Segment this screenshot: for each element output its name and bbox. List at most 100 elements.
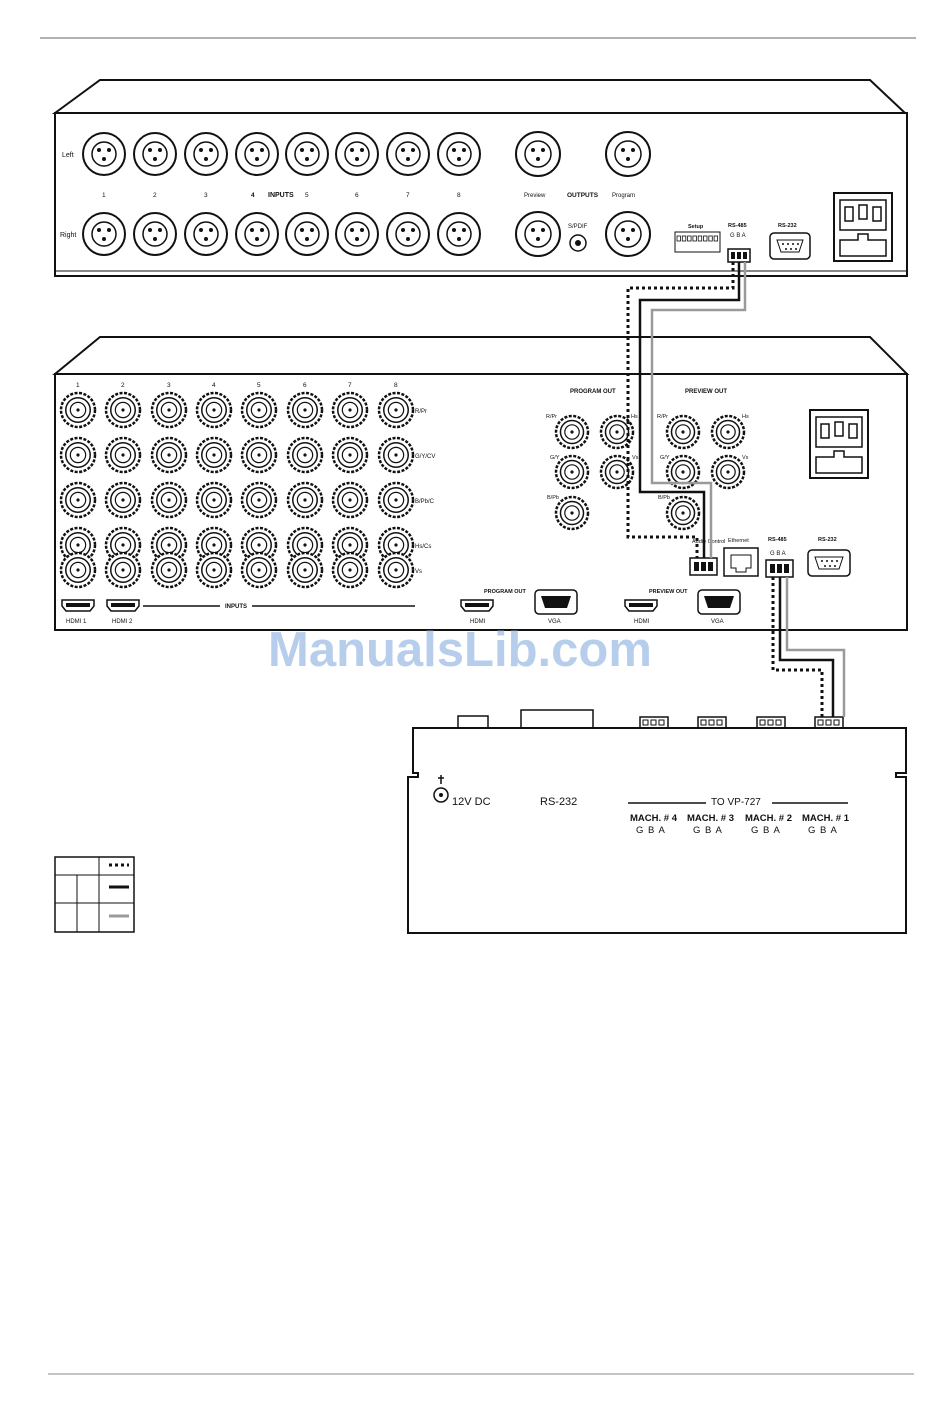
- bnc-output-5: [554, 495, 590, 531]
- bnc-input-3-2: [150, 436, 188, 474]
- bnc-input-4-1: [195, 391, 233, 429]
- mach-terminal-2: [756, 716, 786, 729]
- right-xlr-7: [386, 212, 430, 256]
- hdmi2-port: [106, 599, 140, 612]
- video-number-3: 3: [167, 382, 171, 389]
- video-unit-top-face: [52, 336, 910, 375]
- mach1-pins: G B A: [808, 825, 838, 836]
- bnc-input-2-3: [104, 481, 142, 519]
- bnc-output-6: [665, 414, 701, 450]
- dip-switch-3: [687, 235, 692, 242]
- bnc-input-3-4: [150, 526, 188, 564]
- right-xlr-2: [133, 212, 177, 256]
- video-rs232-label: RS-232: [818, 537, 837, 543]
- bnc-output-connectors: [554, 414, 746, 531]
- video-number-2: 2: [121, 382, 125, 389]
- program-label: Program: [612, 193, 635, 199]
- bnc-input-6-1: [286, 391, 324, 429]
- right-xlr-6: [335, 212, 379, 256]
- right-label: Right: [60, 232, 76, 239]
- hdmi-program-out-label: PROGRAM OUT: [484, 589, 527, 595]
- left-xlr-7: [386, 132, 430, 176]
- left-xlr-1: [82, 132, 126, 176]
- bnc-input-4-4: [195, 526, 233, 564]
- audio-number-6: 6: [355, 192, 359, 199]
- bnc-input-7-2: [331, 436, 369, 474]
- program-xlr-out: [605, 131, 651, 177]
- bnc-input-2-5: [104, 551, 142, 589]
- left-label: Left: [62, 152, 74, 159]
- audio-number-1: 1: [102, 192, 106, 199]
- hdmi-preview-out-label: PREVIEW OUT: [649, 589, 688, 595]
- spdif-connector: [569, 234, 587, 252]
- bnc-input-2-2: [104, 436, 142, 474]
- control-box: 12V DC RS-232 TO VP-727 MACH. # 4 G B A …: [407, 709, 907, 934]
- bnc-input-6-5: [286, 551, 324, 589]
- bnc-input-4-3: [195, 481, 233, 519]
- audio-number-7: 7: [406, 192, 410, 199]
- video-number-8: 8: [394, 382, 398, 389]
- row-label-1: R/Pr: [415, 409, 427, 415]
- preview-vga-label: VGA: [711, 619, 724, 625]
- audio-rs232-label: RS-232: [778, 223, 797, 229]
- audio-number-3: 3: [204, 192, 208, 199]
- dip-switch-2: [681, 235, 687, 242]
- video-number-6: 6: [303, 382, 307, 389]
- mach2-label: MACH. # 2: [745, 813, 792, 824]
- left-xlr-4: [235, 132, 279, 176]
- preview-xlr-out: [515, 131, 561, 177]
- row-label-3: B/Pb/C: [415, 499, 435, 505]
- bnc-input-6-2: [286, 436, 324, 474]
- bnc-output-1: [554, 414, 590, 450]
- preview-hdmi-port: [624, 599, 658, 612]
- mach3-pins: G B A: [693, 825, 723, 836]
- bnc-input-5-2: [240, 436, 278, 474]
- bnc-input-6-4: [286, 526, 324, 564]
- video-number-5: 5: [257, 382, 261, 389]
- output-label-10: B/Pb: [658, 495, 670, 501]
- output-label-9: Vs: [742, 455, 749, 461]
- bnc-input-5-3: [240, 481, 278, 519]
- video-number-1: 1: [76, 382, 80, 389]
- bnc-input-7-3: [331, 481, 369, 519]
- audio-inputs-label: INPUTS: [268, 192, 294, 199]
- bnc-input-1-3: [59, 481, 97, 519]
- ethernet-label: Ethernet: [728, 538, 749, 544]
- program-xlr-out-2: [605, 211, 651, 257]
- program-out-label: PROGRAM OUT: [570, 389, 616, 395]
- bnc-input-8-1: [377, 391, 415, 429]
- bnc-input-3-3: [150, 481, 188, 519]
- mach4-pins: G B A: [636, 825, 666, 836]
- bnc-input-1-1: [59, 391, 97, 429]
- hdmi1-port: [61, 599, 95, 612]
- to-vp727-label: TO VP-727: [711, 797, 761, 808]
- video-gba-label: G B A: [770, 551, 786, 557]
- dip-switch-7: [708, 235, 713, 242]
- bnc-input-6-3: [286, 481, 324, 519]
- bnc-input-7-1: [331, 391, 369, 429]
- left-xlr-8: [437, 132, 481, 176]
- video-rs485-label: RS-485: [768, 537, 787, 543]
- dip-switch-5: [697, 235, 703, 242]
- wire-b-black-1: [638, 262, 741, 558]
- dip-switch-4: [692, 235, 697, 242]
- bnc-input-5-1: [240, 391, 278, 429]
- right-xlr-1: [82, 212, 126, 256]
- audio-rs485-label: RS-485: [728, 223, 747, 229]
- bnc-input-8-4: [377, 526, 415, 564]
- wire-legend: [54, 856, 135, 933]
- video-inputs-label: INPUTS: [225, 604, 247, 610]
- bnc-input-1-2: [59, 436, 97, 474]
- video-number-7: 7: [348, 382, 352, 389]
- bnc-input-3-1: [150, 391, 188, 429]
- right-xlr-3: [184, 212, 228, 256]
- control-box-terminals: [639, 716, 844, 729]
- mach-terminal-3: [697, 716, 727, 729]
- watermark: ManualsLib.com: [268, 623, 652, 677]
- bnc-output-3: [554, 454, 590, 490]
